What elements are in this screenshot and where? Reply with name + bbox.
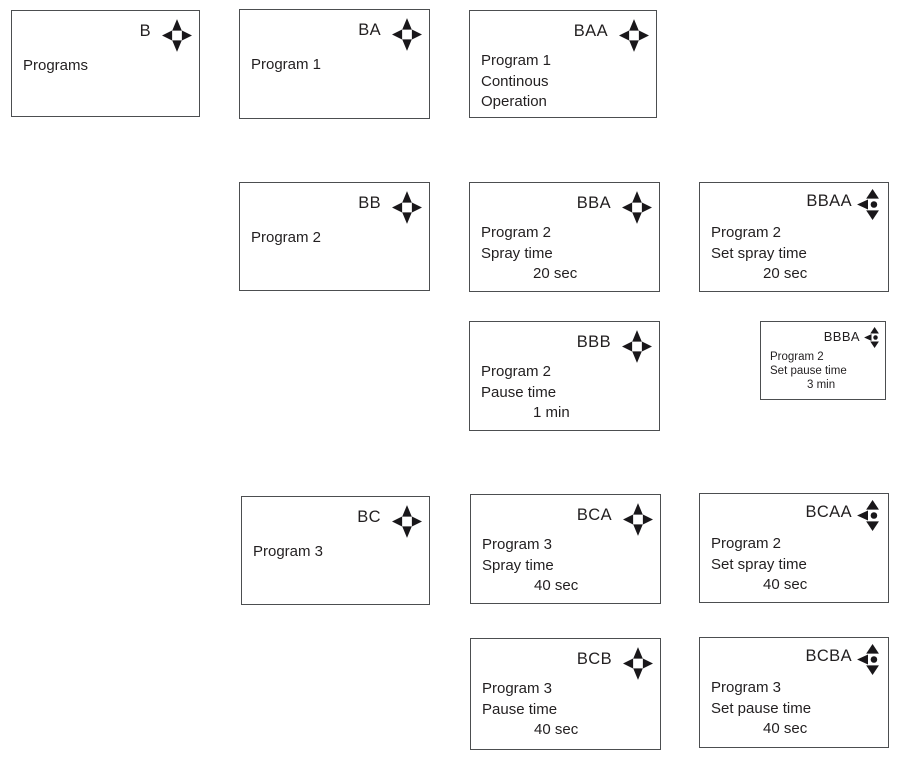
nav-4way-arrows-icon — [392, 191, 422, 224]
screen-text: Program 2 Spray time 20 sec — [470, 183, 659, 285]
screen-text-line: Program 2 — [481, 363, 552, 380]
screen-text: Program 3 Spray time 40 sec — [471, 495, 660, 597]
menu-screen-bba: BBA Program 2 Spray time 20 sec — [469, 182, 660, 292]
screen-code-label: BCAA — [805, 503, 852, 521]
screen-text-line: Program 2 — [711, 224, 782, 241]
screen-header: BC — [357, 505, 422, 538]
screen-header: BA — [358, 18, 422, 51]
screen-header: BCBA — [805, 644, 879, 675]
menu-screen-bcba: BCBA Program 3 Set pause time 40 sec — [699, 637, 889, 748]
screen-text: Program 2 Set spray time 20 sec — [700, 183, 888, 285]
screen-text-line: Set spray time — [711, 555, 807, 573]
screen-header: BBAA — [806, 189, 879, 220]
screen-code-label: BCBA — [805, 647, 852, 665]
screen-code-label: BBBA — [823, 329, 860, 344]
screen-text-line: 40 sec — [534, 577, 579, 594]
screen-code-label: BA — [358, 21, 381, 39]
screen-code-label: BBAA — [806, 192, 852, 210]
screen-text-line: Program 3 — [482, 680, 553, 697]
screen-header: BCAA — [805, 500, 879, 531]
menu-screen-b: B Programs — [11, 10, 200, 117]
screen-code-label: BCB — [576, 650, 612, 668]
screen-text-line: 40 sec — [763, 720, 808, 737]
nav-up-down-left-dot-icon — [857, 500, 879, 531]
nav-4way-arrows-icon — [623, 647, 653, 680]
nav-up-down-left-dot-icon — [857, 189, 879, 220]
menu-screen-bbba: BBBA Program 2 Set pause time 3 min — [760, 321, 886, 400]
menu-screen-bb: BB Program 2 — [239, 182, 430, 291]
screen-text-line: Continous — [481, 72, 549, 90]
screen-text-line: 40 sec — [763, 576, 808, 593]
screen-text-line: Program 2 — [770, 351, 824, 363]
screen-text-line: 1 min — [533, 404, 570, 421]
screen-text: Program 2 Set pause time 3 min — [761, 322, 885, 392]
screen-text-line: Spray time — [481, 244, 553, 262]
menu-screen-bcb: BCB Program 3 Pause time 40 sec — [470, 638, 661, 750]
screen-text: Program 2 — [240, 183, 429, 249]
screen-text-line: Set pause time — [711, 699, 812, 717]
screen-text: Program 3 Set pause time 40 sec — [700, 638, 888, 740]
screen-text-line: Program 3 — [253, 543, 324, 560]
nav-4way-arrows-icon — [392, 505, 422, 538]
screen-text-line: 3 min — [807, 379, 836, 391]
nav-4way-arrows-icon — [392, 18, 422, 51]
nav-4way-arrows-icon — [162, 19, 192, 52]
menu-screen-bbb: BBB Program 2 Pause time 1 min — [469, 321, 660, 431]
screen-text-line: Program 3 — [711, 679, 782, 696]
screen-text-line: 20 sec — [533, 265, 578, 282]
screen-code-label: B — [139, 22, 151, 40]
screen-header: BAA — [574, 19, 649, 52]
screen-text-line: Program 2 — [251, 229, 322, 246]
screen-text-line: Program 1 — [481, 52, 552, 69]
menu-screen-ba: BA Program 1 — [239, 9, 430, 119]
screen-text-line: Program 3 — [482, 536, 553, 553]
screen-text: Program 3 — [242, 497, 429, 563]
screen-text: Program 1 — [240, 10, 429, 76]
nav-up-down-left-dot-icon — [857, 644, 879, 675]
screen-text-line: Set spray time — [711, 244, 807, 262]
screen-text-line: Pause time — [481, 383, 557, 401]
screen-code-label: BAA — [573, 22, 608, 40]
screen-header: BCA — [577, 503, 653, 536]
nav-up-down-left-dot-icon — [864, 327, 879, 348]
screen-text: Program 3 Pause time 40 sec — [471, 639, 660, 741]
screen-text-line: Program 1 — [251, 56, 322, 73]
screen-header: BB — [358, 191, 422, 224]
screen-code-label: BB — [358, 194, 381, 212]
screen-text: Program 2 Set spray time 40 sec — [700, 494, 888, 596]
nav-4way-arrows-icon — [619, 19, 649, 52]
menu-screen-bcaa: BCAA Program 2 Set spray time 40 sec — [699, 493, 889, 603]
screen-code-label: BBA — [576, 194, 611, 212]
screen-header: BCB — [577, 647, 653, 680]
screen-header: BBBA — [824, 327, 879, 348]
screen-text-line: 20 sec — [763, 265, 808, 282]
screen-text-line: Pause time — [482, 700, 558, 718]
screen-text: Programs — [12, 11, 199, 77]
screen-code-label: BBB — [576, 333, 611, 351]
menu-screen-bca: BCA Program 3 Spray time 40 sec — [470, 494, 661, 604]
screen-code-label: BC — [357, 508, 381, 526]
screen-text-line: Program 2 — [711, 535, 782, 552]
menu-screen-bc: BC Program 3 — [241, 496, 430, 605]
screen-text-line: Program 2 — [481, 224, 552, 241]
nav-4way-arrows-icon — [622, 330, 652, 363]
nav-4way-arrows-icon — [622, 191, 652, 224]
screen-header: BBB — [577, 330, 652, 363]
screen-text-line: Programs — [23, 57, 89, 74]
nav-4way-arrows-icon — [623, 503, 653, 536]
screen-text-line: 40 sec — [534, 721, 579, 738]
screen-header: B — [140, 19, 192, 52]
screen-header: BBA — [577, 191, 652, 224]
screen-text-line: Set pause time — [770, 365, 847, 377]
menu-screen-bbaa: BBAA Program 2 Set spray time 20 sec — [699, 182, 889, 292]
screen-code-label: BCA — [576, 506, 612, 524]
screen-text-line: Operation — [481, 93, 547, 110]
screen-text: Program 2 Pause time 1 min — [470, 322, 659, 424]
screen-text-line: Spray time — [482, 556, 554, 574]
